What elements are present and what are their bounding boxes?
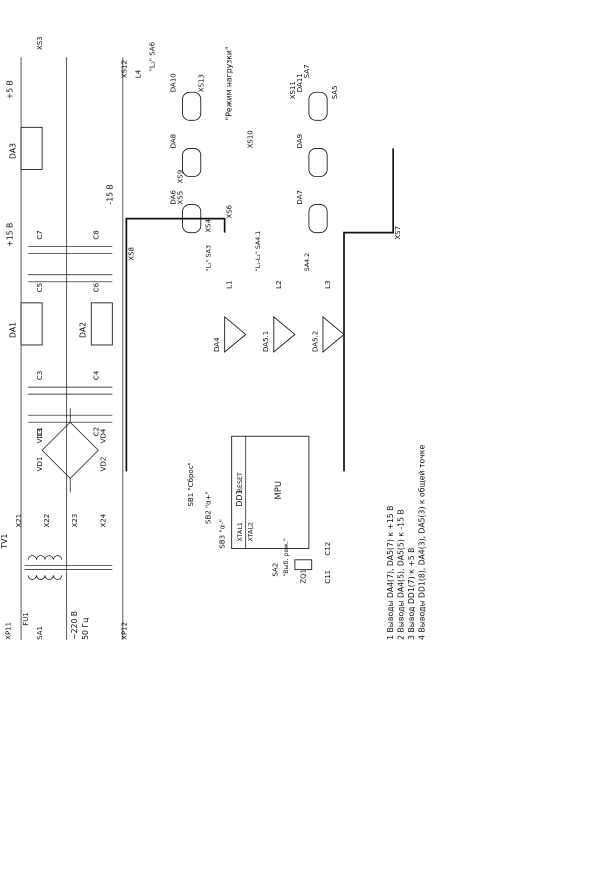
l4-label: L4 xyxy=(133,69,142,78)
c4-label: C4 xyxy=(91,370,100,380)
x21-label: X21 xyxy=(14,514,23,528)
da2-label: DA2 xyxy=(79,322,88,338)
xp12-label: XP12 xyxy=(119,622,128,640)
sa2-mode-label: "Выб. реж." xyxy=(282,538,290,577)
xs9-label: XS9 xyxy=(176,170,185,184)
label-minus15v: -15 В xyxy=(105,184,114,204)
sb3-label[interactable]: SB3 "α-" xyxy=(218,519,227,549)
c12-label: C12 xyxy=(323,542,332,556)
da1-label: DA1 xyxy=(8,322,17,338)
xs4-label: XS4 xyxy=(204,218,213,232)
label-plus5v: +5 В xyxy=(6,80,15,99)
xs7-label: XS7 xyxy=(393,226,402,240)
sa1-label[interactable]: SA1 xyxy=(35,626,44,640)
optocoupler-area xyxy=(182,91,328,234)
note-1: 1 Выводы DA4(7), DA5(7) к +15 В xyxy=(386,506,395,640)
da1-regulator xyxy=(20,302,43,346)
note-3: 3 Вывод DD1(7) к +5 В xyxy=(407,548,416,640)
vd3-label: VD3 xyxy=(35,429,44,444)
c2-label: C2 xyxy=(91,427,100,436)
l1-label: L1 xyxy=(225,280,234,288)
xs13-label: XS13 xyxy=(197,74,206,92)
mode-label: "Режим нагрузки" xyxy=(225,46,234,120)
xs6-label: XS6 xyxy=(225,204,234,218)
l2-label: L2 xyxy=(274,280,283,288)
sa42-label[interactable]: SA4.2 xyxy=(304,253,311,271)
c11-label: C11 xyxy=(323,570,332,584)
xs12-label: XS12 xyxy=(119,60,128,78)
da10-label: DA10 xyxy=(169,73,178,92)
da2-regulator xyxy=(90,302,113,346)
da3-regulator xyxy=(20,126,43,170)
xtal2-label: XTAL2 xyxy=(248,522,255,541)
sa41-label[interactable]: "L₁-L₂" SA4.1 xyxy=(255,231,262,272)
sa3-label[interactable]: "L₁" SA3 xyxy=(206,245,213,271)
label-plus15v: +15 В xyxy=(6,223,15,247)
reset-label: RESET xyxy=(237,472,244,492)
amp-da52 xyxy=(322,315,345,353)
xtal1-label: XTAL1 xyxy=(237,522,244,541)
da52-label: DA5.2 xyxy=(310,331,319,352)
diode-bridge xyxy=(41,408,99,493)
c8-label: C8 xyxy=(91,230,100,239)
mpu-label: MPU xyxy=(273,481,283,499)
xs8-label: XS8 xyxy=(126,247,135,261)
zq1-label: ZQ1 xyxy=(298,569,307,584)
bus-wire xyxy=(125,217,226,472)
xs10-label: XS10 xyxy=(246,130,255,148)
note-2: 2 Выводы DA4(5), DA5(5) к -15 В xyxy=(397,509,406,640)
sb2-label[interactable]: SB2 "α+" xyxy=(204,491,213,524)
tv1-label: TV1 xyxy=(0,534,9,550)
amp-da51 xyxy=(273,315,296,353)
amp-da4 xyxy=(224,315,247,353)
da11-label: DA11 xyxy=(295,73,304,92)
mpu-dd1 xyxy=(231,435,310,549)
c3-label: C3 xyxy=(35,371,44,380)
transformer-tv1 xyxy=(24,555,113,580)
sa5-label[interactable]: SA5 xyxy=(330,85,339,99)
xs5-label: XS5 xyxy=(176,191,185,205)
note-4: 4 Выводы DD1(8), DA4(3), DA5(3) к общей … xyxy=(418,445,427,640)
sa2-label[interactable]: SA2 xyxy=(270,563,279,577)
mains-label: ~220 В xyxy=(70,611,79,640)
xs3-label: XS3 xyxy=(35,36,44,50)
xs11-label: XS11 xyxy=(288,81,297,99)
da8-label: DA8 xyxy=(169,134,178,149)
xp11-label: XP11 xyxy=(4,622,13,640)
da51-label: DA5.1 xyxy=(261,331,270,352)
x23-label: X23 xyxy=(70,514,79,528)
bus-wire-2 xyxy=(343,148,394,472)
fu1-label: FU1 xyxy=(21,612,30,626)
freq-label: 50 Гц xyxy=(81,618,90,640)
c5-label: C5 xyxy=(35,283,44,292)
l3-label: L3 xyxy=(323,280,332,288)
da7-label: DA7 xyxy=(295,190,304,205)
vd1-label: VD1 xyxy=(35,457,44,472)
da4-label: DA4 xyxy=(212,337,221,352)
da9-label: DA9 xyxy=(295,134,304,149)
dd1-label: DD1 xyxy=(235,490,244,507)
c1-label: C1 xyxy=(35,427,44,436)
notes: 1 Выводы DA4(7), DA5(7) к +15 В 2 Выводы… xyxy=(386,445,427,640)
vd2-label: VD2 xyxy=(98,457,107,472)
x24-label: X24 xyxy=(98,513,107,527)
c6-label: C6 xyxy=(91,282,100,292)
c7-label: C7 xyxy=(35,230,44,239)
x22-label: X22 xyxy=(42,514,51,528)
vd4-label: VD4 xyxy=(98,428,107,443)
sb1-label[interactable]: SB1 "Сброс" xyxy=(186,462,195,506)
crystal-zq1 xyxy=(294,559,313,571)
sa7-label[interactable]: SA7 xyxy=(302,64,311,78)
da3-label: DA3 xyxy=(8,143,17,159)
da6-label: DA6 xyxy=(169,189,178,204)
sa6-label[interactable]: "L₂" SA6 xyxy=(147,41,156,71)
